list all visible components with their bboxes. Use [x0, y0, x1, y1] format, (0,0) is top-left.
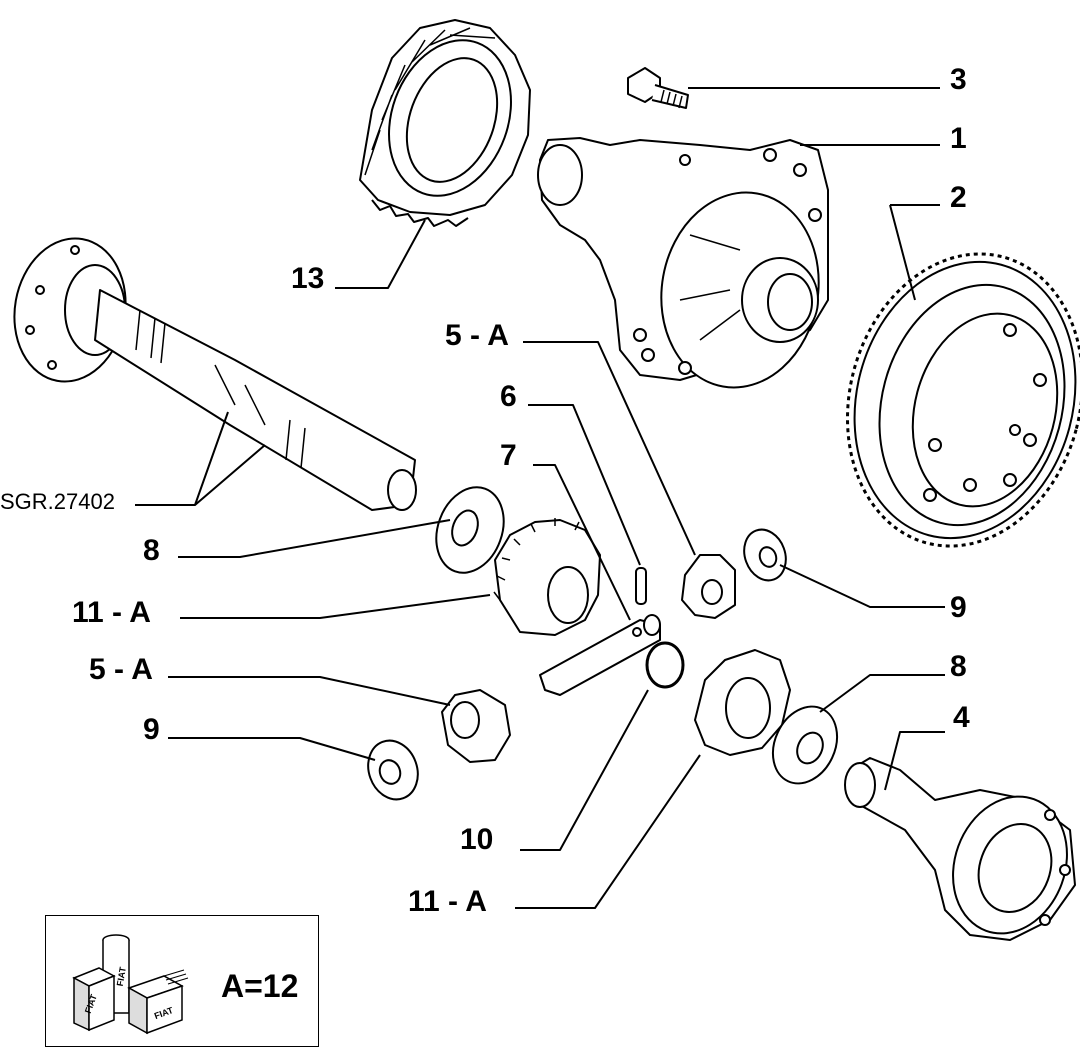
callout-6: 6	[500, 380, 517, 413]
callout-10: 10	[460, 823, 494, 856]
part-8-left-washer	[435, 486, 505, 574]
parts-kit-icon: FIAT FIAT FIAT	[72, 934, 189, 1035]
part-9-left-washer	[367, 739, 419, 801]
callout-7: 7	[500, 439, 517, 472]
callout-8-right: 8	[950, 650, 967, 683]
part-10-circlip	[645, 641, 685, 689]
callout-5a-top: 5 - A	[445, 319, 509, 352]
callout-9-right: 9	[950, 591, 967, 624]
part-1-differential-housing	[537, 137, 829, 389]
kit-box-text-1: FIAT	[115, 966, 128, 987]
callout-1: 1	[950, 122, 967, 155]
part-shaft-left	[13, 237, 417, 511]
part-4-output-flange	[844, 757, 1076, 941]
kit-legend-box: FIAT FIAT FIAT A=12	[45, 915, 319, 1047]
part-2-ring-gear	[845, 252, 1080, 548]
reference-code: SGR.27402	[0, 489, 115, 514]
part-9-right-washer	[743, 528, 787, 582]
part-3-bolt	[627, 67, 689, 109]
part-6-pin	[635, 567, 647, 605]
part-5a-bottom-pinion	[441, 689, 511, 763]
leader-lines	[135, 87, 945, 909]
callout-2: 2	[950, 181, 967, 214]
part-11a-bottom-side-gear	[694, 649, 791, 756]
part-11a-left-side-gear	[493, 518, 601, 636]
part-13-bevel-ring-gear	[359, 19, 531, 227]
part-5a-top-pinion	[681, 554, 736, 619]
callout-11a-bottom: 11 - A	[408, 885, 487, 918]
callout-13: 13	[291, 262, 325, 295]
callout-4: 4	[953, 701, 970, 734]
callout-9-left: 9	[143, 713, 160, 746]
kit-quantity-label: A=12	[221, 968, 299, 1004]
callout-3: 3	[950, 63, 967, 96]
part-7-spider-shaft	[539, 614, 661, 696]
callout-11a-left: 11 - A	[72, 596, 151, 629]
callout-8-left: 8	[143, 534, 160, 567]
part-8-right-washer	[771, 705, 839, 785]
callout-5a-bottom: 5 - A	[89, 653, 153, 686]
